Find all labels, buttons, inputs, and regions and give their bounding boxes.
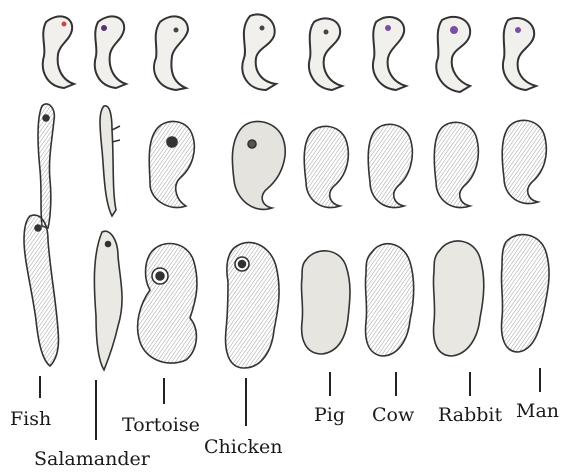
- fish-embryo-middle: [38, 104, 54, 228]
- row-late-stage: [24, 215, 549, 370]
- tortoise-embryo-late: [138, 244, 197, 364]
- cow-embryo-early: [373, 17, 406, 90]
- pig-embryo-early: [309, 18, 342, 90]
- salamander-embryo-middle: [100, 106, 120, 216]
- cow-embryo-middle: [368, 124, 412, 207]
- rabbit-embryo-early: [436, 17, 470, 92]
- cow-embryo-late: [365, 244, 413, 356]
- fish-embryo-late: [24, 215, 59, 366]
- tortoise-embryo-early: [154, 16, 188, 90]
- chicken-embryo-late: [226, 242, 280, 368]
- pig-embryo-late: [301, 251, 350, 354]
- label-chicken: Chicken: [204, 436, 283, 458]
- salamander-embryo-late: [94, 231, 122, 370]
- salamander-embryo-early: [95, 16, 126, 88]
- chicken-embryo-middle: [232, 121, 285, 209]
- rabbit-embryo-middle: [434, 122, 478, 207]
- row-early-stage: [43, 14, 536, 92]
- man-embryo-early: [503, 18, 536, 90]
- label-salamander: Salamander: [34, 448, 150, 470]
- chicken-embryo-early: [242, 14, 276, 90]
- label-man: Man: [516, 400, 559, 422]
- rabbit-embryo-late: [433, 241, 483, 356]
- man-embryo-middle: [502, 120, 546, 203]
- label-rabbit: Rabbit: [438, 404, 502, 426]
- tortoise-embryo-middle: [149, 121, 194, 207]
- label-fish: Fish: [10, 408, 51, 430]
- label-cow: Cow: [372, 404, 414, 426]
- label-pig: Pig: [314, 404, 345, 426]
- label-tortoise: Tortoise: [122, 414, 200, 436]
- fish-embryo-early: [43, 16, 74, 88]
- man-embryo-late: [501, 235, 549, 352]
- row-middle-stage: [38, 104, 546, 228]
- pig-embryo-middle: [304, 126, 348, 207]
